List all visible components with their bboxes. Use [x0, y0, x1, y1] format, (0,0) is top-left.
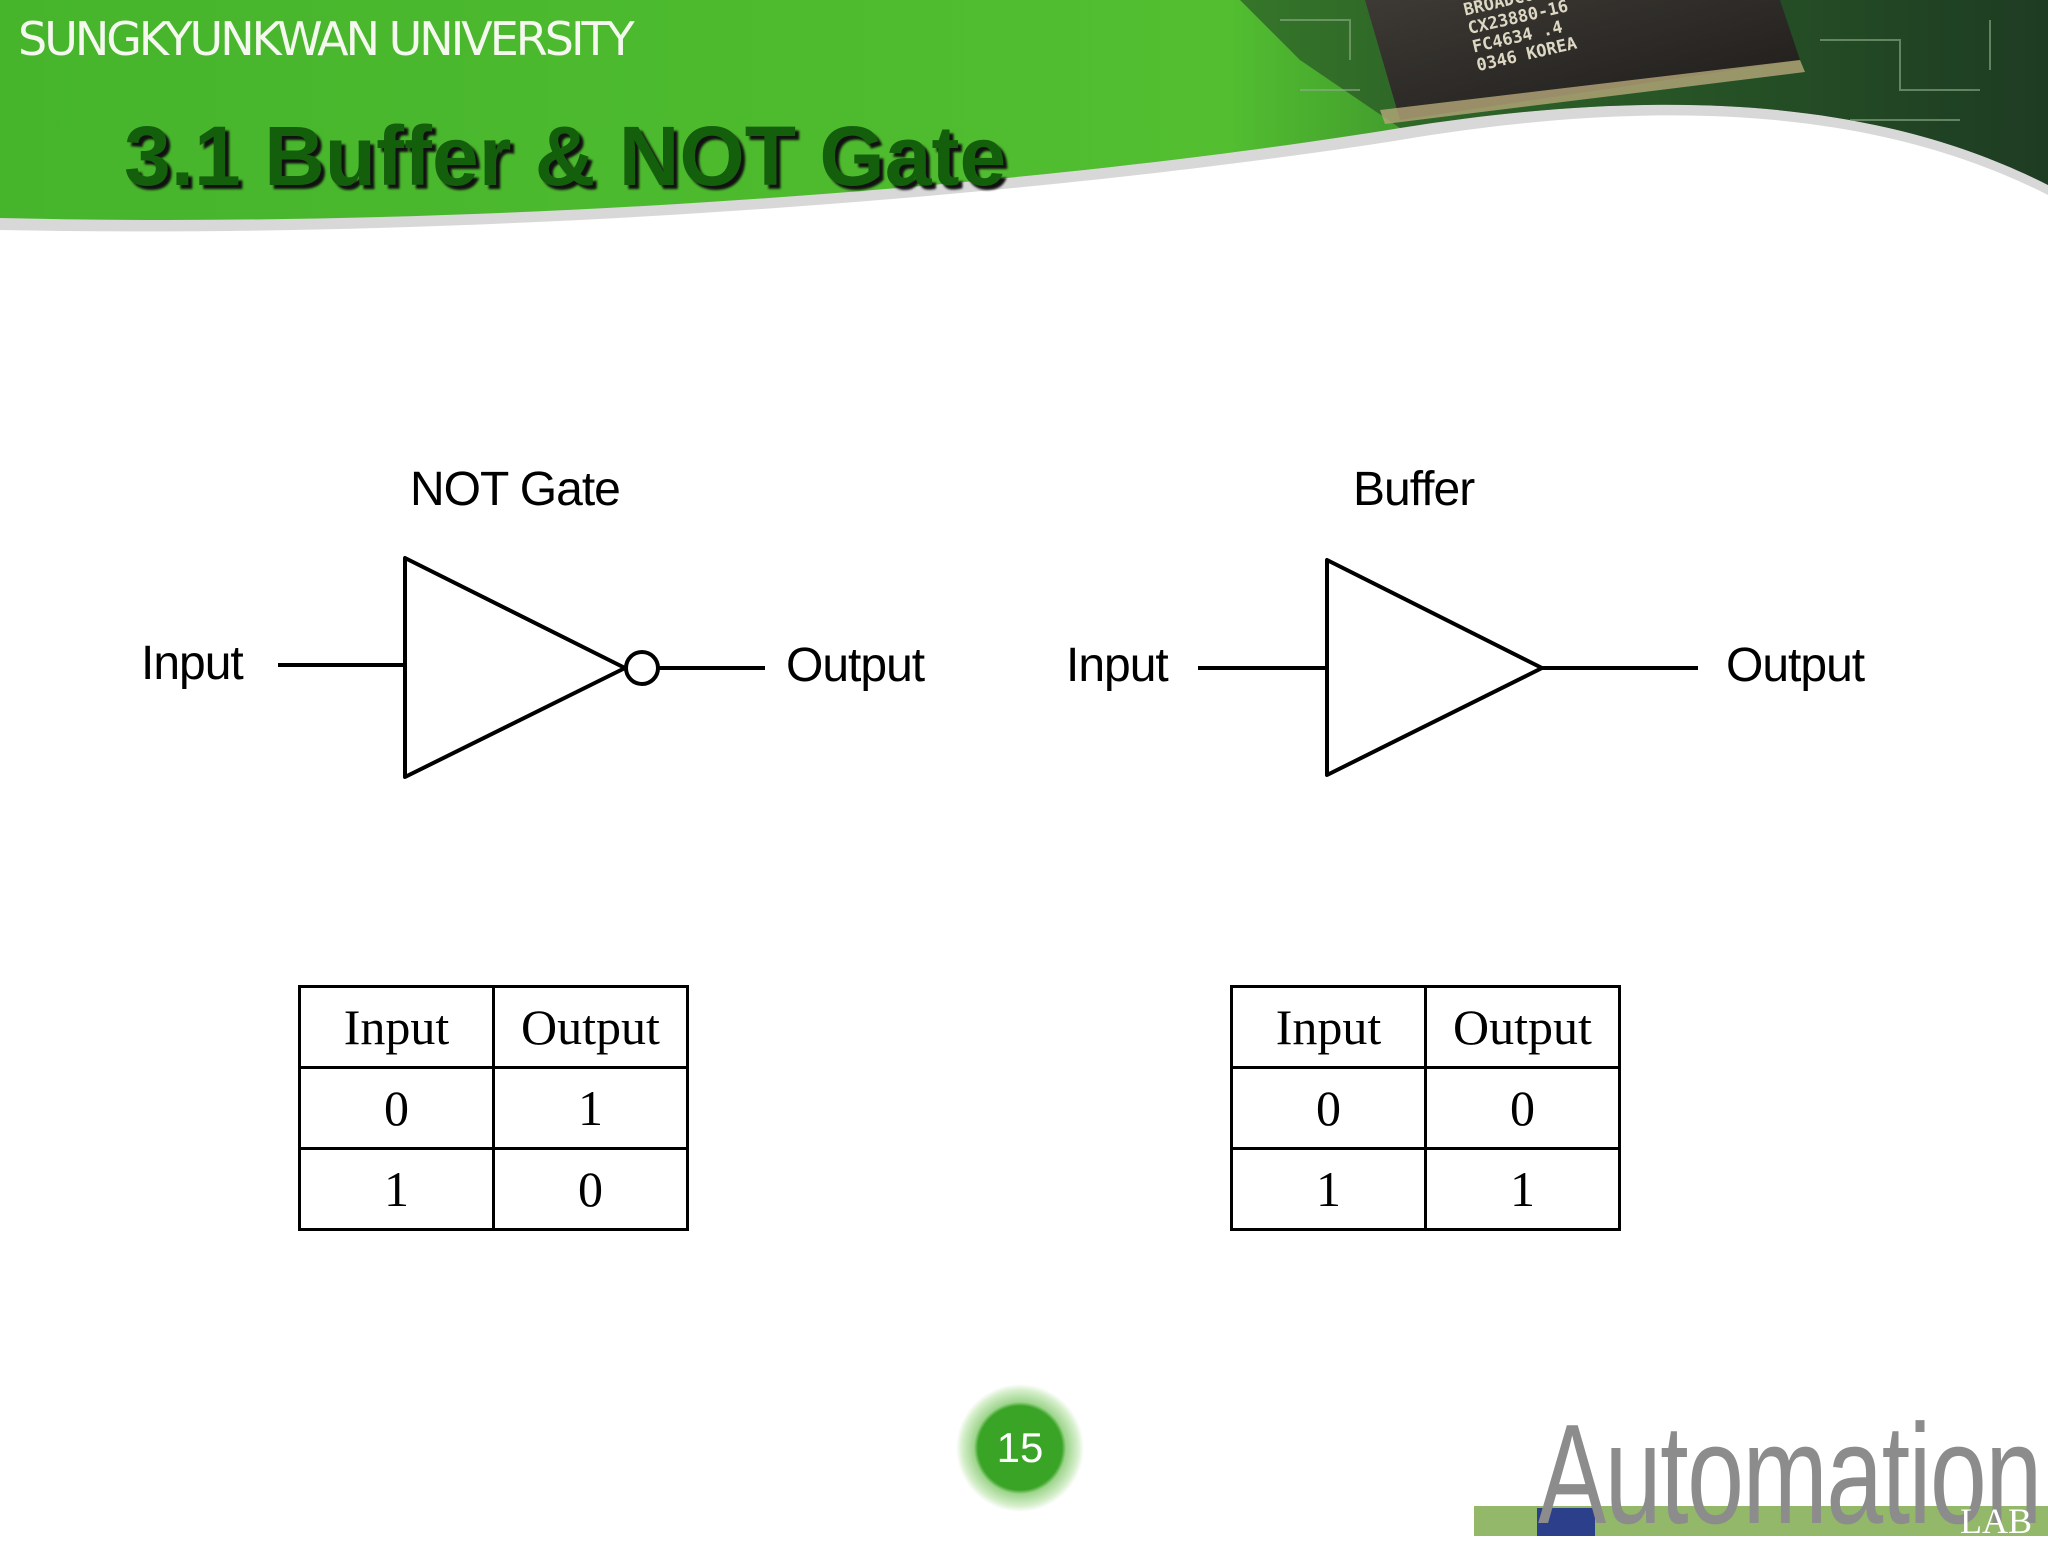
buffer-triangle [1325, 558, 1544, 777]
buffer-output-label: Output [1726, 639, 1865, 692]
table-cell: 0 [492, 1147, 689, 1231]
table-cell: 0 [1424, 1066, 1621, 1150]
not-gate-input-label: Input [141, 637, 244, 690]
not-gate-inversion-bubble [624, 650, 660, 686]
lab-logo-text: LAB [1960, 1501, 2032, 1541]
page-number-badge: 15 [956, 1384, 1084, 1512]
buffer-title: Buffer [1353, 463, 1475, 516]
table-header-row: Input Output [298, 985, 689, 1069]
table-cell: 1 [492, 1066, 689, 1150]
buffer-symbol [1198, 558, 1698, 777]
table-cell: 1 [1424, 1147, 1621, 1231]
table-header-cell: Input [298, 985, 495, 1069]
buffer-input-label: Input [1066, 639, 1169, 692]
not-gate-symbol [278, 556, 765, 779]
page-number: 15 [996, 1424, 1044, 1471]
table-cell: 0 [298, 1066, 495, 1150]
buffer-truth-table: Input Output 0 0 1 1 [1230, 985, 1621, 1231]
table-cell: 1 [1230, 1147, 1427, 1231]
table-row: 1 0 [298, 1147, 689, 1231]
slide-title: 3.1 Buffer & NOT Gate [124, 109, 1007, 203]
table-header-cell: Output [492, 985, 689, 1069]
table-row: 0 0 [1230, 1066, 1621, 1150]
table-header-cell: Input [1230, 985, 1427, 1069]
logo-accent [1537, 1508, 1595, 1536]
automation-logo-text: Automation [1538, 1395, 2042, 1554]
not-gate-truth-table: Input Output 0 1 1 0 [298, 985, 689, 1231]
university-name: SUNGKYUNKWAN UNIVERSITY [18, 12, 635, 66]
not-gate-triangle [403, 556, 627, 779]
header-banner [0, 0, 2048, 232]
not-gate-title: NOT Gate [410, 463, 621, 516]
table-row: 0 1 [298, 1066, 689, 1150]
table-cell: 1 [298, 1147, 495, 1231]
table-header-cell: Output [1424, 985, 1621, 1069]
table-row: 1 1 [1230, 1147, 1621, 1231]
table-cell: 0 [1230, 1066, 1427, 1150]
table-header-row: Input Output [1230, 985, 1621, 1069]
not-gate-output-label: Output [786, 639, 925, 692]
